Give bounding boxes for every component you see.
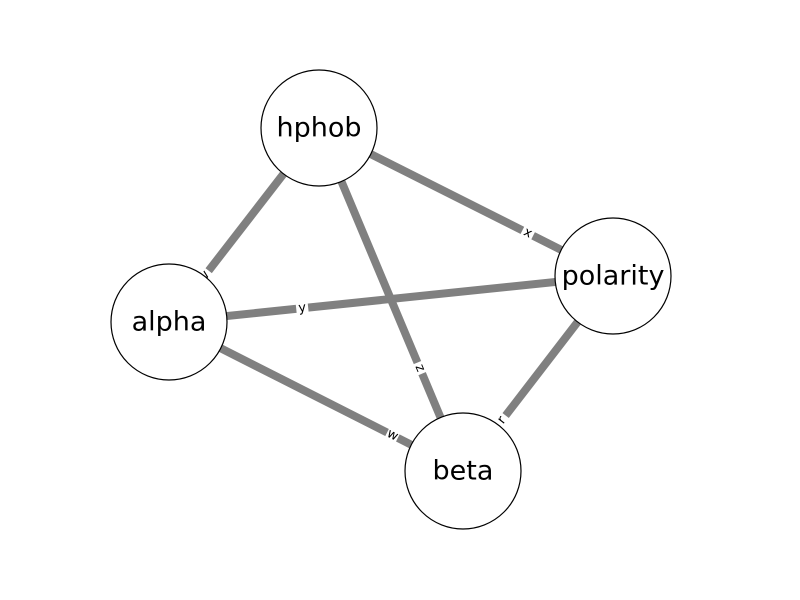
node-circle	[554, 217, 672, 335]
node-circle	[404, 412, 522, 530]
edge-alpha-polarity	[168, 272, 614, 326]
node-label: polarity	[562, 261, 665, 292]
edge-label-background	[410, 359, 430, 377]
node-label: alpha	[132, 307, 207, 338]
nodes-layer: hphob polarity alpha beta	[110, 69, 672, 530]
edge-label-background	[518, 223, 537, 243]
edge-label-background	[492, 410, 512, 430]
edge-label-y: y	[295, 299, 309, 317]
edge-label-background	[383, 425, 402, 446]
node-circle	[110, 263, 228, 381]
node-hphob: hphob	[260, 69, 378, 187]
node-label: hphob	[276, 113, 361, 144]
node-polarity: polarity	[554, 217, 672, 335]
edge-label-text: y	[298, 300, 308, 316]
edge-label-background	[295, 299, 309, 317]
edge-label-r: r	[492, 410, 512, 430]
node-circle	[260, 69, 378, 187]
edges-layer	[165, 124, 617, 475]
edge-label-z: z	[410, 359, 430, 377]
edge-label-w: w	[383, 425, 402, 446]
node-alpha: alpha	[110, 263, 228, 381]
node-label: beta	[433, 456, 494, 487]
node-beta: beta	[404, 412, 522, 530]
edge-label-x: x	[518, 223, 537, 243]
